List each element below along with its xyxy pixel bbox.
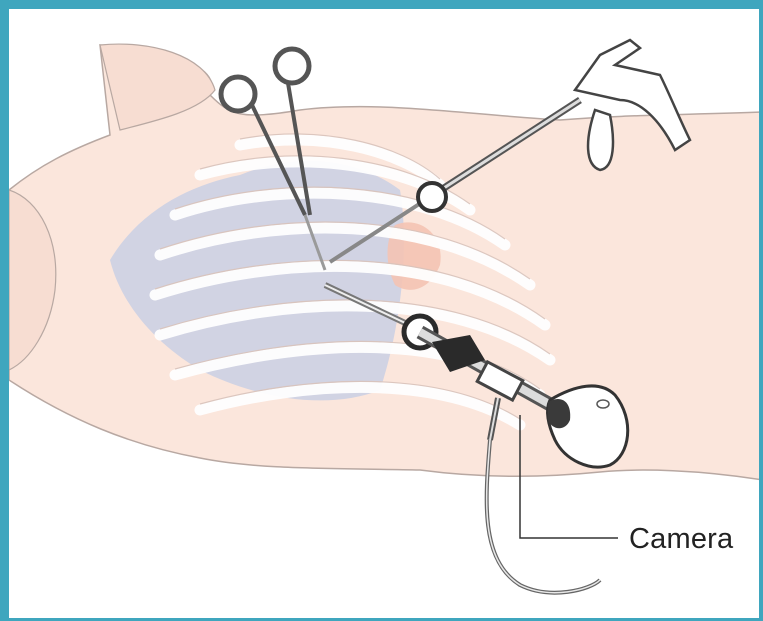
scissors-ring-left	[221, 77, 255, 111]
grasper-trigger	[588, 110, 613, 170]
camera-button	[597, 400, 609, 408]
camera-label: Camera	[629, 523, 733, 556]
scissors-ring-right	[275, 49, 309, 83]
trocar-port	[418, 183, 446, 211]
